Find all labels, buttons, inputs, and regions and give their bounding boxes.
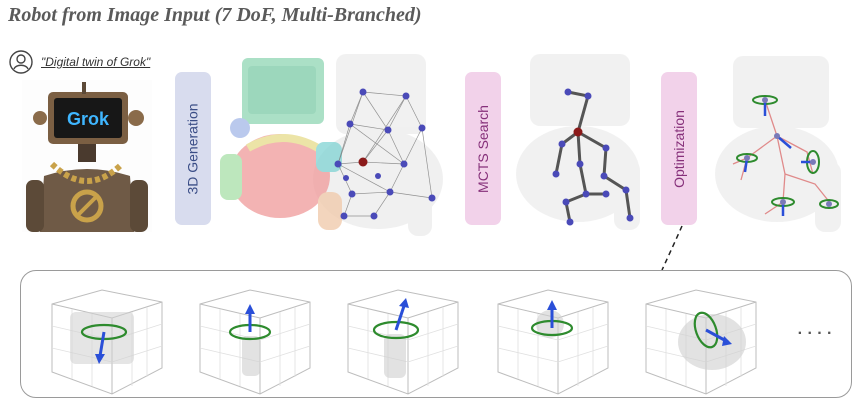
segmented-robot-graph	[220, 54, 443, 236]
joint-plot-5	[645, 289, 757, 395]
stage-3d-generation-label: 3D Generation	[185, 102, 201, 195]
joint-plot-2	[199, 289, 311, 395]
user-icon	[9, 50, 33, 74]
input-robot-image: Grok	[22, 80, 152, 232]
stage-mcts-search: MCTS Search	[465, 72, 501, 225]
robot-screen-text: Grok	[67, 109, 110, 129]
joint-detail-plots: · · · ·	[51, 289, 833, 395]
root-node	[573, 127, 583, 137]
text-prompt: "Digital twin of Grok"	[41, 55, 151, 69]
stage-optimization-label: Optimization	[671, 109, 687, 188]
joint-plot-4	[497, 289, 609, 395]
connector-line	[661, 225, 683, 271]
optimized-robot	[715, 56, 841, 232]
figure-title: Robot from Image Input (7 DoF, Multi-Bra…	[8, 4, 422, 26]
joint-plot-1	[51, 289, 163, 395]
stage-3d-generation: 3D Generation	[175, 72, 211, 225]
candidate-graph-nodes	[334, 88, 436, 220]
more-plots-ellipsis: · · · ·	[798, 325, 833, 342]
mcts-skeleton	[516, 54, 640, 230]
root-node	[358, 157, 368, 167]
stage-mcts-search-label: MCTS Search	[475, 104, 492, 193]
joint-plot-3	[347, 289, 459, 395]
stage-optimization: Optimization	[661, 72, 697, 225]
candidate-graph-edges	[337, 91, 433, 217]
